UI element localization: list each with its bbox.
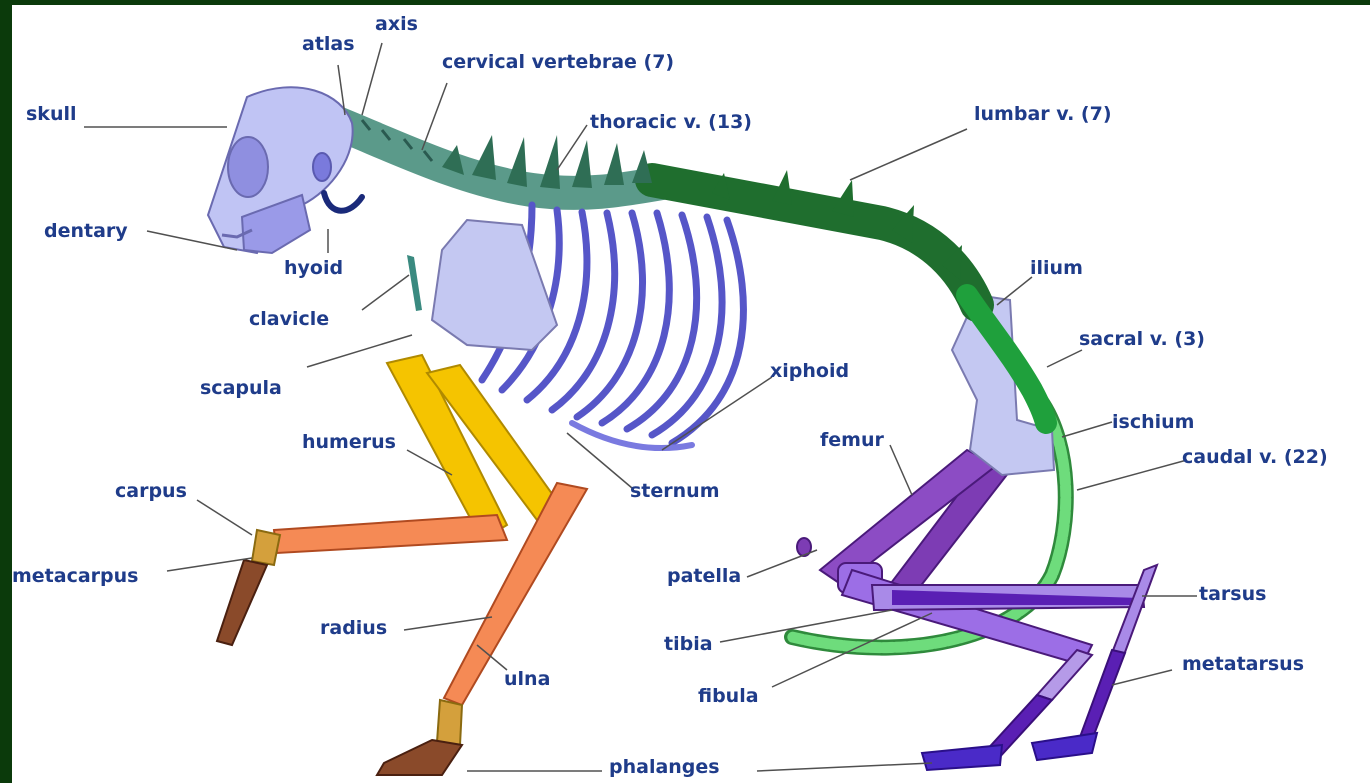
label-sternum: sternum <box>630 482 720 501</box>
label-metacarpus: metacarpus <box>12 567 138 586</box>
label-fibula: fibula <box>698 687 759 706</box>
label-dentary: dentary <box>44 222 128 241</box>
label-axis: axis <box>375 15 418 34</box>
label-tibia: tibia <box>664 635 713 654</box>
label-skull: skull <box>26 105 77 124</box>
shoulder <box>407 220 557 350</box>
label-scapula: scapula <box>200 379 282 398</box>
label-radius: radius <box>320 619 387 638</box>
label-ischium: ischium <box>1112 413 1194 432</box>
label-ulna: ulna <box>504 670 550 689</box>
label-caudal-vertebrae: caudal v. (22) <box>1182 448 1328 467</box>
label-atlas: atlas <box>302 35 355 54</box>
label-cervical-vertebrae: cervical vertebrae (7) <box>442 53 674 72</box>
label-lumbar-vertebrae: lumbar v. (7) <box>974 105 1112 124</box>
skull <box>208 87 362 253</box>
label-metatarsus: metatarsus <box>1182 655 1304 674</box>
label-clavicle: clavicle <box>249 310 329 329</box>
label-femur: femur <box>820 431 884 450</box>
label-patella: patella <box>667 567 741 586</box>
label-xiphoid: xiphoid <box>770 362 849 381</box>
front-legs <box>217 355 587 775</box>
label-sacral-vertebrae: sacral v. (3) <box>1079 330 1205 349</box>
label-thoracic-vertebrae: thoracic v. (13) <box>590 113 752 132</box>
label-carpus: carpus <box>115 482 187 501</box>
label-phalanges: phalanges <box>609 758 720 777</box>
diagram-canvas: atlas axis cervical vertebrae (7) skull … <box>12 5 1370 783</box>
label-humerus: humerus <box>302 433 396 452</box>
label-ilium: ilium <box>1030 259 1083 278</box>
label-tarsus: tarsus <box>1199 585 1266 604</box>
hind-legs <box>797 430 1157 770</box>
label-hyoid: hyoid <box>284 259 343 278</box>
